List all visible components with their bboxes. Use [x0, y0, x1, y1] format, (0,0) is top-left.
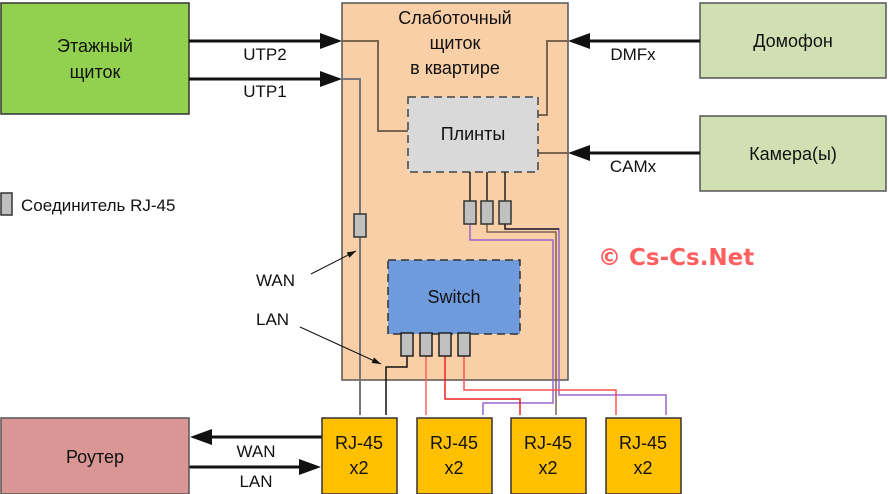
- arrow-right-icon: [320, 71, 342, 87]
- intercom-box: [699, 2, 887, 79]
- rj45-box: [605, 417, 682, 494]
- rj45-box-label-1: RJ-45: [619, 433, 667, 453]
- rj45-box-4[interactable]: RJ-45 x2: [605, 417, 682, 494]
- callout-wan-label: WAN: [256, 271, 295, 290]
- main-arrows: [189, 39, 700, 469]
- plinths-block[interactable]: Плинты: [407, 96, 539, 173]
- apartment-panel-label-1: Слаботочный: [398, 8, 511, 28]
- router-box: [0, 417, 190, 494]
- cameras-label: Камера(ы): [749, 144, 837, 164]
- cameras-box: [699, 115, 887, 192]
- utp1-label: UTP1: [243, 82, 286, 101]
- floor-panel-box: [0, 2, 190, 115]
- router-wan-label: WAN: [236, 442, 275, 461]
- dmfx-internal-line: [538, 40, 568, 116]
- rj45-box-label-1: RJ-45: [430, 433, 478, 453]
- plinths-box: [407, 96, 539, 173]
- rj45-box: [510, 417, 587, 494]
- watermark: © Cs-Cs.Net: [598, 245, 754, 271]
- intercom-device[interactable]: Домофон: [699, 2, 887, 79]
- rj45-box-label-1: RJ-45: [524, 433, 572, 453]
- intercom-label: Домофон: [753, 31, 833, 51]
- plinth-connectors: [463, 200, 512, 225]
- black-cable-segment: [504, 224, 559, 230]
- rj45-box-2[interactable]: RJ-45 x2: [416, 417, 493, 494]
- arrowheads: [190, 33, 590, 475]
- red-cable-3: [463, 356, 617, 415]
- rj45-box-1[interactable]: RJ-45 x2: [321, 417, 398, 494]
- switch-block[interactable]: Switch: [387, 259, 521, 335]
- rj45-connector-icon: [400, 332, 414, 357]
- rj45-connector-icon: [480, 200, 494, 225]
- plinth-connector-lines: [469, 172, 506, 201]
- arrow-right-icon: [320, 33, 342, 49]
- utp2-internal-line: [342, 40, 408, 132]
- callout-lan-label: LAN: [256, 310, 289, 329]
- wan-connector-icon: [353, 213, 367, 238]
- dmfx-label: DMFx: [610, 45, 656, 64]
- rj45-connector-icon: [438, 332, 452, 357]
- switch-ports: [400, 332, 471, 357]
- legend-connector-label: Соединитель RJ-45: [21, 196, 175, 215]
- red-cable-2: [444, 356, 521, 415]
- rj45-box-3[interactable]: RJ-45 x2: [510, 417, 587, 494]
- apartment-panel-label-2: щиток: [430, 33, 481, 53]
- utp1-internal-line: [342, 78, 361, 415]
- camx-label: CAMx: [610, 157, 657, 176]
- rj45-connector-icon: [498, 200, 512, 225]
- apartment-panel-label-3: в квартире: [410, 58, 500, 78]
- router-lan-label: LAN: [239, 472, 272, 491]
- internal-wiring: [342, 40, 568, 415]
- utp2-label: UTP2: [243, 45, 286, 64]
- plinths-label: Плинты: [441, 124, 506, 144]
- switch-label: Switch: [427, 287, 480, 307]
- rj45-box-label-1: RJ-45: [335, 433, 383, 453]
- router-label: Роутер: [66, 447, 124, 467]
- rj45-connector-icon: [419, 332, 433, 357]
- rj45-connector-icon: [457, 332, 471, 357]
- rj45-box: [321, 417, 398, 494]
- rj45-box-label-2: x2: [349, 458, 368, 478]
- purple-cable-1: [469, 224, 554, 415]
- router-device[interactable]: Роутер: [0, 417, 190, 494]
- callout-lan-arrow: [299, 326, 382, 365]
- rj45-box-label-2: x2: [538, 458, 557, 478]
- arrow-left-icon: [568, 33, 590, 49]
- arrow-right-icon: [299, 459, 321, 475]
- floor-panel-label-1: Этажный: [57, 36, 133, 56]
- rj45-connector-icon: [463, 200, 477, 225]
- rj45-box-label-2: x2: [633, 458, 652, 478]
- arrow-left-icon: [190, 429, 212, 445]
- arrow-left-icon: [568, 145, 590, 161]
- cameras-device[interactable]: Камера(ы): [699, 115, 887, 192]
- rj45-box: [416, 417, 493, 494]
- legend: Соединитель RJ-45: [0, 192, 175, 216]
- lan-cable: [385, 356, 408, 415]
- floor-panel-label-2: щиток: [70, 62, 121, 82]
- brown-cable: [486, 224, 557, 415]
- switch-box: [387, 259, 521, 335]
- callout-wan-arrow: [310, 250, 357, 275]
- rj45-box-label-2: x2: [444, 458, 463, 478]
- rj45-connector-icon: [0, 192, 13, 216]
- floor-panel[interactable]: Этажный щиток: [0, 2, 190, 115]
